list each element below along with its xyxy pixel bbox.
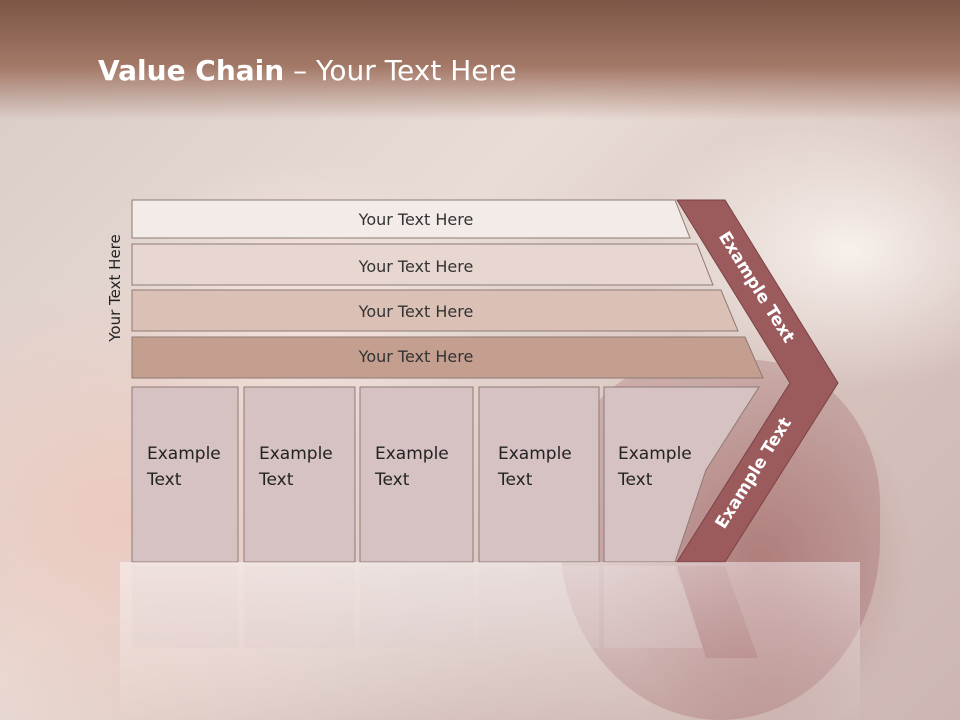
row-4-label: Your Text Here: [358, 347, 474, 366]
row-1-label: Your Text Here: [358, 210, 474, 229]
cell-5-box: [603, 386, 760, 563]
cell-3[interactable]: Example Text: [359, 386, 474, 563]
row-3[interactable]: Your Text Here: [131, 289, 739, 332]
cell-2-line1: Example: [259, 444, 333, 464]
cell-5[interactable]: Example Text: [603, 386, 760, 563]
row-1[interactable]: Your Text Here: [131, 199, 691, 239]
row-4-shape: [131, 336, 764, 379]
row-3-label: Your Text Here: [358, 302, 474, 321]
slide-title: Value Chain – Your Text Here: [98, 54, 517, 87]
row-1-shape: [131, 199, 691, 239]
cell-5-line1: Example: [618, 444, 692, 464]
slide-title-rest: – Your Text Here: [284, 54, 517, 87]
header-band: [0, 0, 960, 120]
cell-1-line1: Example: [147, 444, 221, 464]
cell-2-line2: Text: [258, 470, 294, 490]
cell-4-line2: Text: [497, 470, 533, 490]
cell-1[interactable]: Example Text: [131, 386, 239, 563]
row-3-shape: [131, 289, 739, 332]
reflection-fade: [120, 562, 860, 720]
cell-3-line1: Example: [375, 444, 449, 464]
cell-2-box: [243, 386, 356, 563]
cell-4-line1: Example: [498, 444, 572, 464]
cell-4-box: [478, 386, 600, 563]
row-4[interactable]: Your Text Here: [131, 336, 764, 379]
cell-1-line2: Text: [146, 470, 182, 490]
row-2[interactable]: Your Text Here: [131, 243, 714, 286]
cell-3-line2: Text: [374, 470, 410, 490]
cell-5-line2: Text: [617, 470, 653, 490]
row-2-label: Your Text Here: [358, 257, 474, 276]
cell-2[interactable]: Example Text: [243, 386, 356, 563]
cell-3-box: [359, 386, 474, 563]
row-2-shape: [131, 243, 714, 286]
slide-title-bold: Value Chain: [98, 54, 285, 87]
cell-4[interactable]: Example Text: [478, 386, 600, 563]
cell-1-box: [131, 386, 239, 563]
